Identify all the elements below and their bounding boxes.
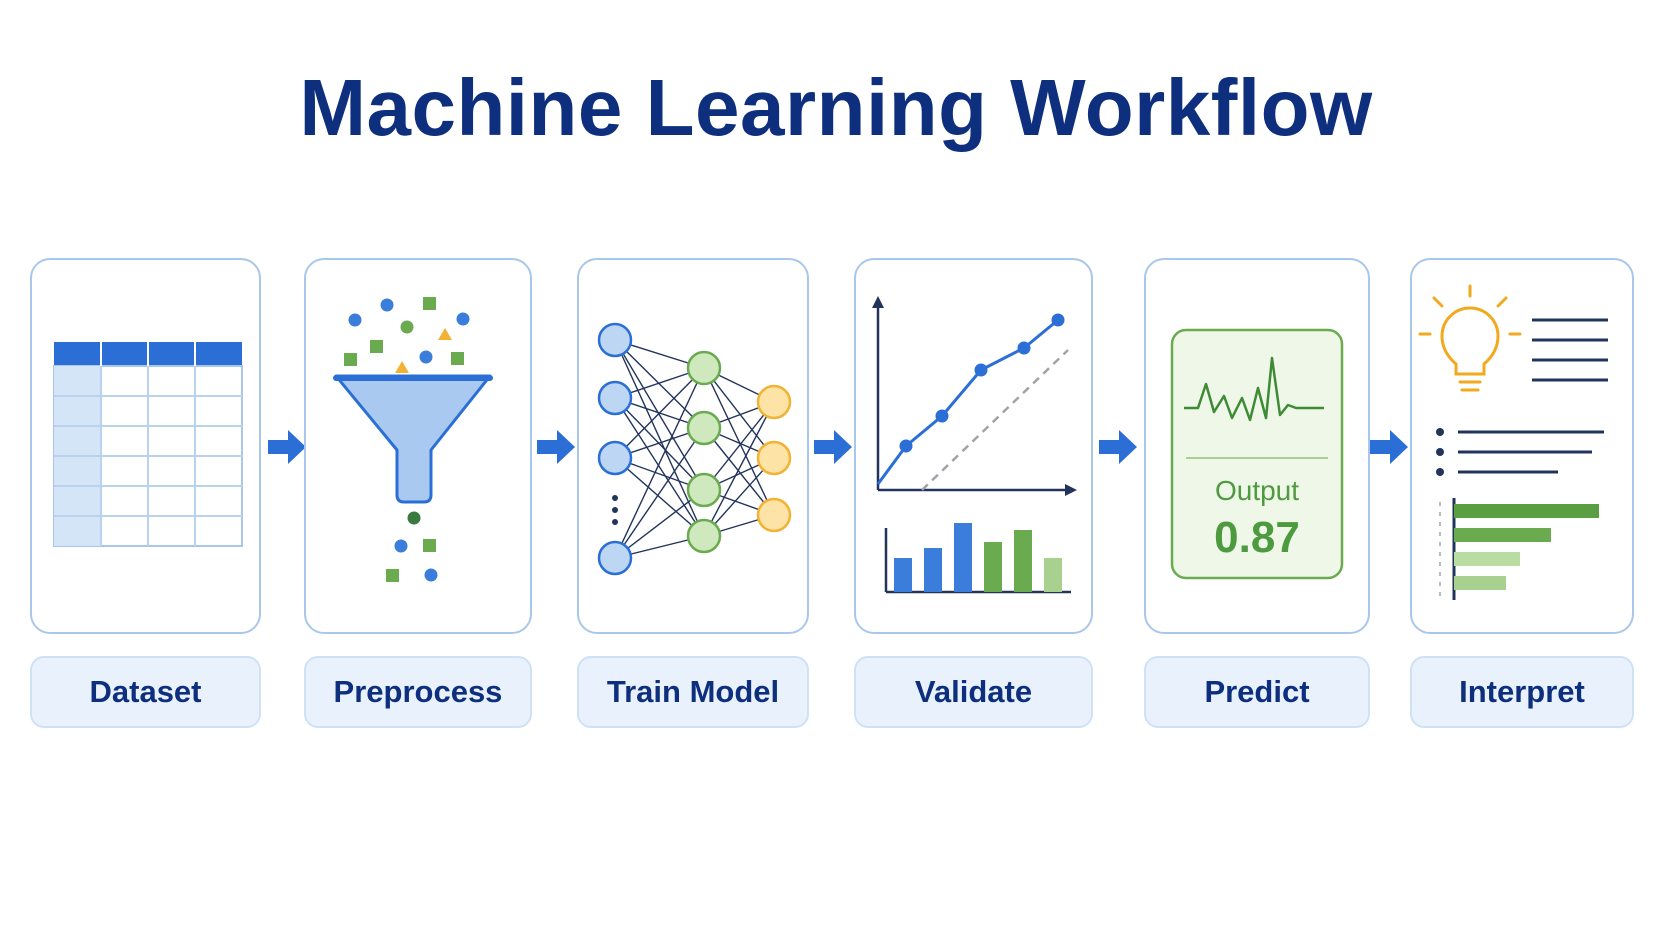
step-card-interpret [1410, 258, 1634, 634]
step-label-interpret: Interpret [1410, 656, 1634, 728]
step-label-train-model: Train Model [577, 656, 809, 728]
step-card-validate [854, 258, 1093, 634]
step-label-dataset: Dataset [30, 656, 261, 728]
step-card-train-model [577, 258, 809, 634]
neural-network-icon [597, 322, 792, 576]
line-and-bar-chart-icon [872, 296, 1077, 594]
step-label-validate: Validate [854, 656, 1093, 728]
step-card-preprocess [304, 258, 532, 634]
step-label-predict: Predict [1144, 656, 1370, 728]
arrow-right-icon [537, 430, 575, 464]
arrow-right-icon [1099, 430, 1137, 464]
step-label-preprocess: Preprocess [304, 656, 532, 728]
arrow-right-icon [268, 430, 306, 464]
step-card-dataset [30, 258, 261, 634]
output-monitor-icon: Output 0.87 [1170, 328, 1344, 580]
page-title: Machine Learning Workflow [299, 63, 1373, 152]
output-value: 0.87 [1214, 513, 1300, 562]
output-label: Output [1215, 475, 1299, 506]
arrow-right-icon [1370, 430, 1408, 464]
step-card-predict: Output 0.87 [1144, 258, 1370, 634]
arrow-right-icon [814, 430, 852, 464]
lightbulb-report-icon [1418, 284, 1608, 600]
table-icon [53, 342, 243, 547]
funnel-icon [333, 297, 493, 582]
